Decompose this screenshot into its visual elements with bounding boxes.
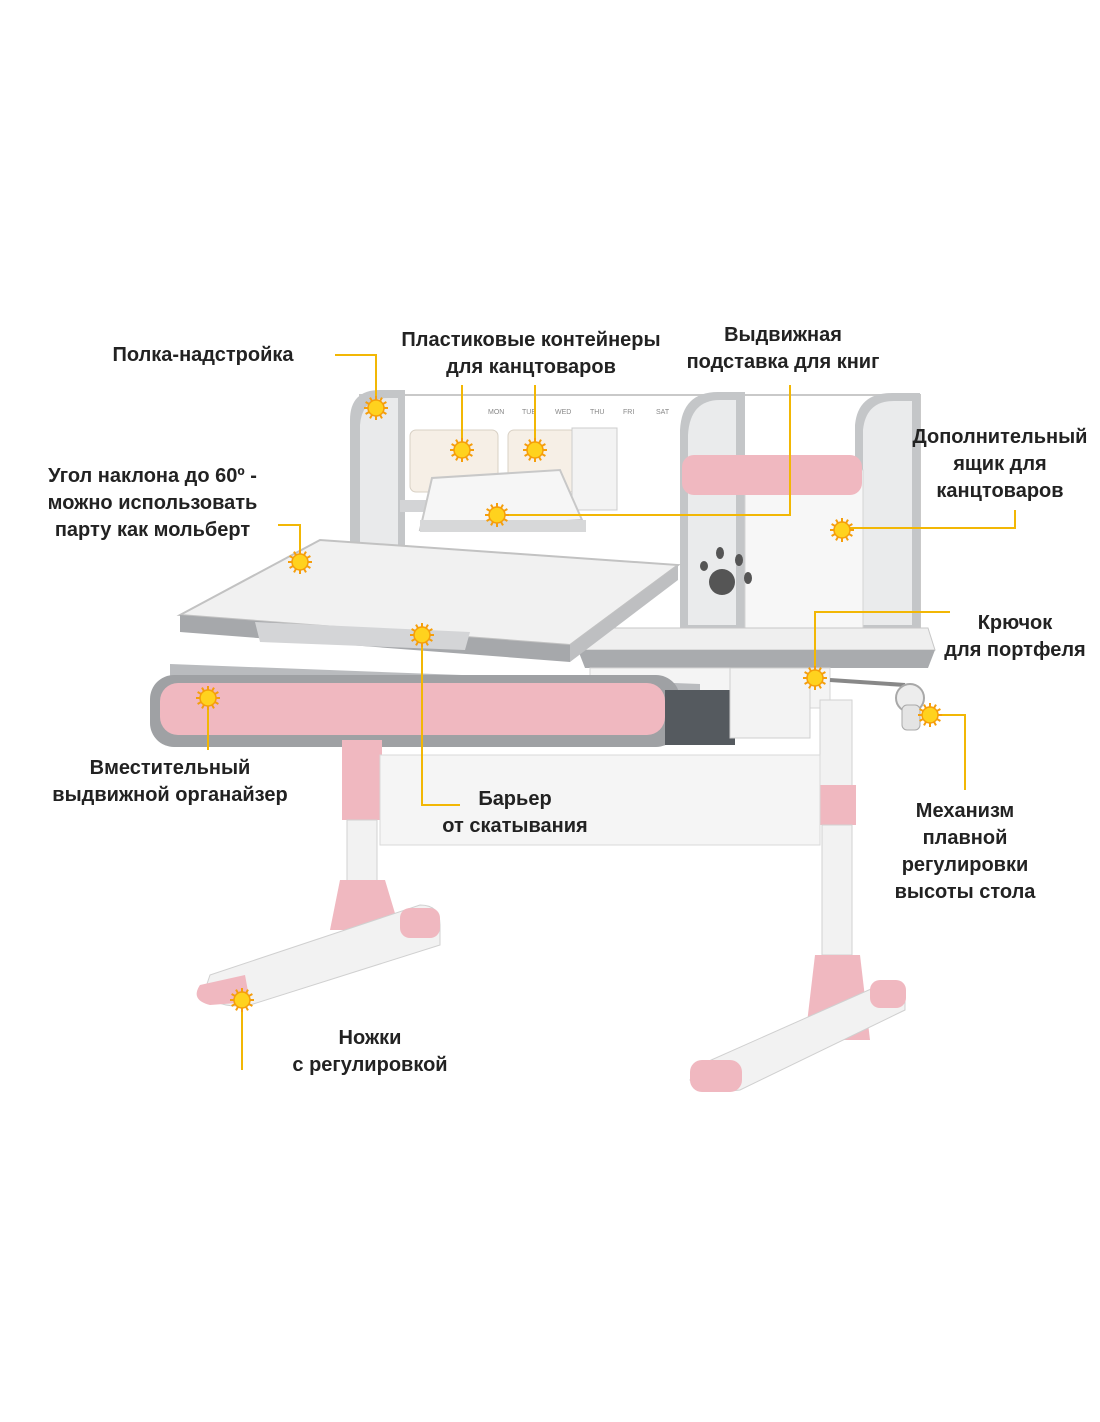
paw-print-icon xyxy=(700,547,752,595)
callout-label-barrier: Барьер от скатывания xyxy=(442,788,588,837)
marker-barrier-sun-icon xyxy=(410,623,434,647)
desk-legs xyxy=(196,699,906,1092)
callout-label-feet: Ножки с регулировкой xyxy=(292,1027,448,1076)
marker-organizer-sun-icon xyxy=(196,686,220,710)
marker-tilt-sun-icon xyxy=(288,550,312,574)
callout-label-shelf: Полка-надстройка xyxy=(112,344,294,366)
calendar-day: TUE xyxy=(522,409,536,416)
calendar-day: THU xyxy=(590,409,604,416)
calendar-day: MON xyxy=(488,409,504,416)
calendar-day: SAT xyxy=(656,409,670,416)
callout-line-tilt xyxy=(278,524,301,560)
marker-drawer-extra-sun-icon xyxy=(830,518,854,542)
marker-shelf-sun-icon xyxy=(364,396,388,420)
callout-label-mechanism: Механизм плавной регулировки высоты стол… xyxy=(894,800,1036,903)
marker-hook-sun-icon xyxy=(803,666,827,690)
marker-container-right-sun-icon xyxy=(523,438,547,462)
callout-label-organizer: Вместительный выдвижной органайзер xyxy=(52,757,288,806)
callout-line-shelf xyxy=(335,354,377,405)
drawer-organizer xyxy=(150,664,811,747)
feature-markers xyxy=(196,396,942,1012)
calendar-day: WED xyxy=(555,409,571,416)
marker-container-left-sun-icon xyxy=(450,438,474,462)
callout-line-drawer-extra xyxy=(842,510,1016,529)
height-crank xyxy=(829,678,925,731)
marker-mechanism-sun-icon xyxy=(918,703,942,727)
callout-label-hook: Крючок для портфеля xyxy=(944,612,1086,661)
callout-line-mechanism xyxy=(930,714,966,790)
marker-bookstand-sun-icon xyxy=(485,503,509,527)
callout-line-barrier xyxy=(421,635,460,806)
callout-line-hook xyxy=(814,611,950,678)
callout-label-containers: Пластиковые контейнеры для канцтоваров xyxy=(401,329,661,378)
calendar-strip: MON TUE WED THU FRI SAT xyxy=(488,409,670,416)
callout-line-bookstand xyxy=(495,385,791,516)
marker-feet-sun-icon xyxy=(230,988,254,1012)
callout-label-bookstand: Выдвижная подставка для книг xyxy=(686,324,880,373)
callout-label-drawer-extra: Дополнительный ящик для канцтоваров xyxy=(912,426,1088,502)
calendar-day: FRI xyxy=(623,409,634,416)
hutch-shelf: MON TUE WED THU FRI SAT xyxy=(350,390,921,631)
callout-label-tilt: Угол наклона до 60º - можно использовать… xyxy=(47,465,258,541)
